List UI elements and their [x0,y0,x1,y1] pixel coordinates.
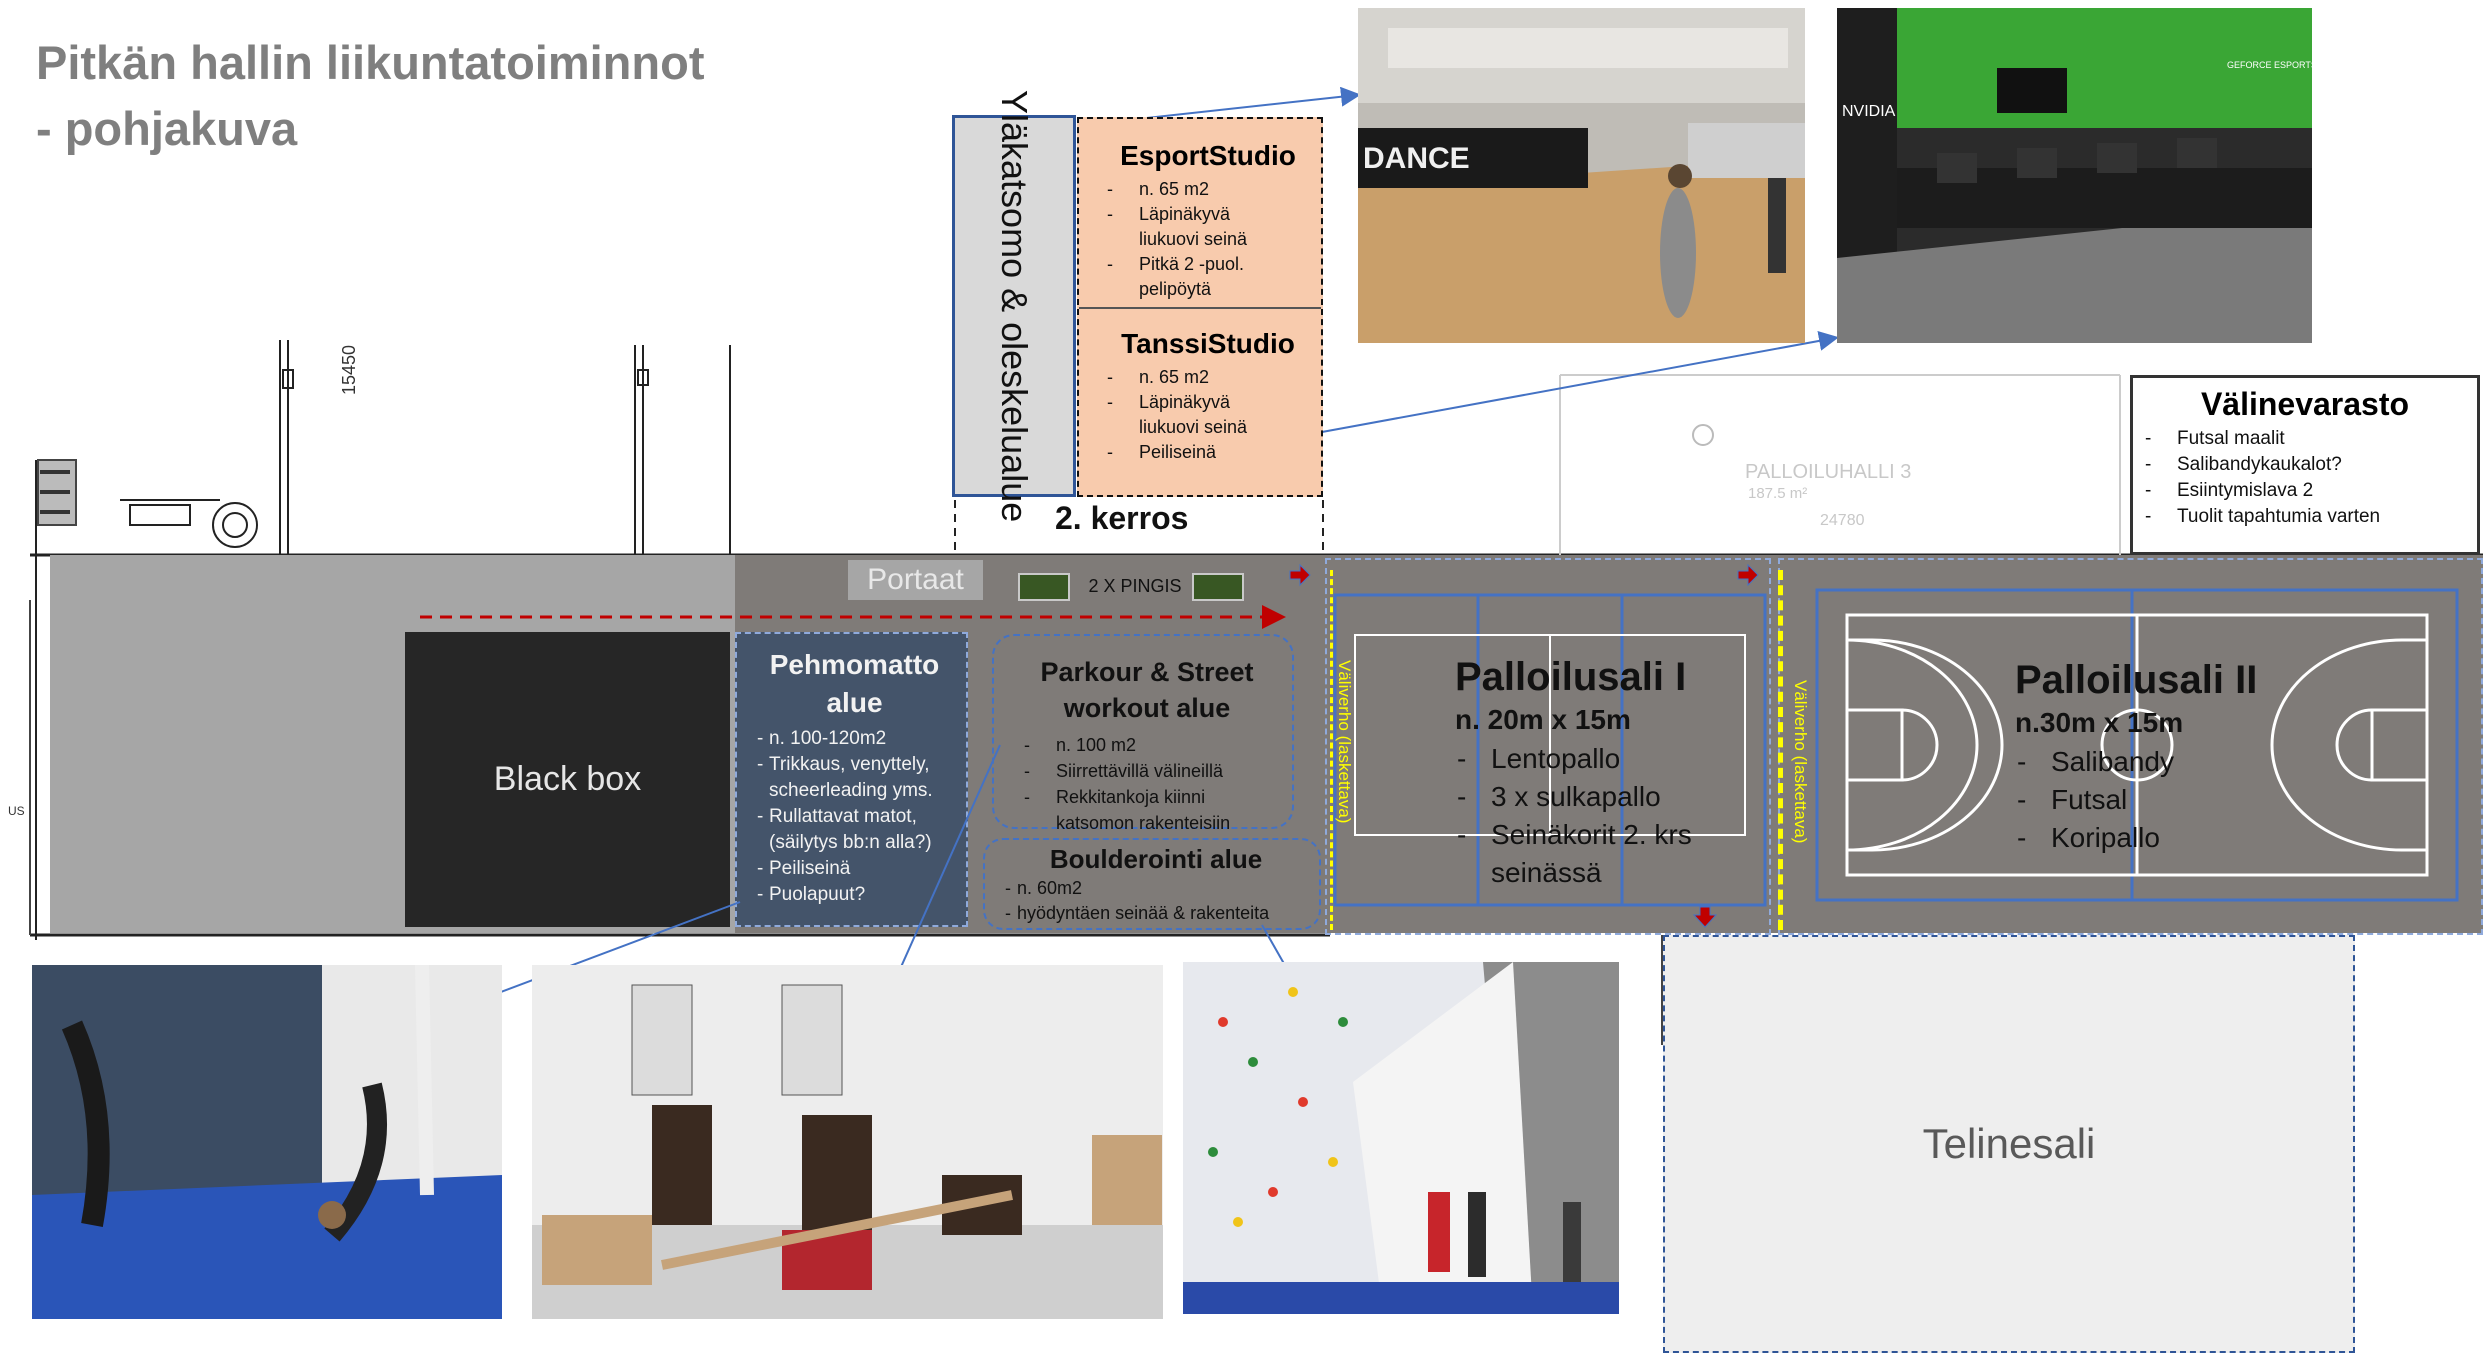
gymnastics-hall-label: Telinesali [1922,1120,2096,1167]
list-item: n. 60m2 [1003,876,1309,901]
list-item: Esiintymislava 2 [2143,478,2467,504]
dance-sign: DANCE [1363,142,1470,175]
studios-block: EsportStudio n. 65 m2 Läpinäkyvä liukuov… [1077,117,1323,497]
esport-studio: EsportStudio n. 65 m2 Läpinäkyvä liukuov… [1079,119,1321,309]
balcony-label: Yläkatsomo & oleskelualue [994,89,1035,523]
curtain-line-2 [1778,570,1783,930]
hall3-width: 24780 [1820,512,1865,529]
black-box-label: Black box [493,760,642,798]
equipment-storage-title: Välinevarasto [2200,386,2410,422]
parkour-equipment-photo [532,965,1163,1319]
geforce-logo: GEFORCE ESPORTS [2227,60,2312,70]
list-item: 3 x sulkapallo [1455,778,1775,816]
curtain-label-1: Väliverho (laskettava) [1335,660,1354,824]
title-line1: Pitkän hallin liikuntatoiminnot [36,36,705,89]
bouldering-list: n. 60m2 hyödyntäen seinää & rakenteita [1003,876,1309,926]
pingpong-table-2 [1192,573,1244,601]
bouldering-wall-photo [1183,962,1619,1314]
ball-hall-1-size: n. 20m x 15m [1455,704,1631,735]
list-item: n. 100-120m2 [755,726,954,752]
ball-hall-2-list: Salibandy Futsal Koripallo [2015,743,2275,857]
list-item: Futsal maalit [2143,426,2467,452]
bouldering-title: Boulderointi alue [1049,844,1263,874]
title-line2: - pohjakuva [36,102,298,155]
list-item: Läpinäkyvä liukuovi seinä [1105,202,1289,252]
aerial-silks-photo [32,965,502,1319]
pingpong-table-1 [1018,573,1070,601]
page-title: Pitkän hallin liikuntatoiminnot - pohjak… [36,30,796,162]
list-item: Pitkä 2 -puol. pelipöytä [1105,252,1299,302]
list-item: n. 65 m2 [1105,365,1289,390]
list-item: Salibandykaukalot? [2143,452,2467,478]
soft-mat-area: Pehmomatto alue n. 100-120m2 Trikkaus, v… [735,632,968,927]
esport-room-photo: NVIDIA GEFORCE ESPORTS [1837,8,2312,343]
list-item: Trikkaus, venyttely, scheerleading yms. [755,752,954,804]
list-item: Läpinäkyvä liukuovi seinä [1105,390,1289,440]
bouldering-area: Boulderointi alue n. 60m2 hyödyntäen sei… [983,838,1321,930]
balcony-area: Yläkatsomo & oleskelualue [952,90,1076,522]
curtain-label-2: Väliverho (laskettava) [1791,680,1810,844]
ball-hall-2-title: Palloilusali II [2015,658,2258,702]
dimension-label: 15450 [339,345,359,395]
ball-hall-2-size: n.30m x 15m [2015,707,2184,738]
list-item: Peiliseinä [1105,440,1289,465]
pingpong-label: 2 X PINGIS [1088,576,1182,596]
second-floor-label: 2. kerros [1055,500,1189,536]
list-item: n. 65 m2 [1105,177,1289,202]
parkour-list: n. 100 m2 Siirrettävillä välineillä Rekk… [1022,732,1272,836]
hall3-label: PALLOILUHALLI 3 [1745,461,1911,483]
list-item: Tuolit tapahtumia varten [2143,504,2467,530]
parkour-area: Parkour & Street workout alue n. 100 m2 … [992,634,1294,833]
left-code: US [8,804,25,818]
list-item: Peiliseinä [755,856,954,882]
dance-studio-photo: DANCE [1358,8,1805,343]
soft-mat-title: Pehmomatto alue [769,649,940,718]
curtain-line-1 [1330,570,1333,930]
dance-list: n. 65 m2 Läpinäkyvä liukuovi seinä Peili… [1105,365,1311,465]
hall3-area: 187.5 m² [1748,485,1807,502]
ball-hall-1-list: Lentopallo 3 x sulkapallo Seinäkorit 2. … [1455,740,1775,892]
ball-hall-2-info: Palloilusali II n.30m x 15m Salibandy Fu… [2015,655,2275,857]
list-item: Futsal [2015,781,2275,819]
ball-hall-1-info: Palloilusali I n. 20m x 15m Lentopallo 3… [1455,652,1775,892]
list-item: Koripallo [2015,819,2275,857]
ball-hall-1-title: Palloilusali I [1455,655,1687,699]
gymnastics-hall-area: Telinesali [1663,935,2355,1353]
list-item: Rekkitankoja kiinni katsomon rakenteisii… [1022,784,1272,836]
dance-studio: TanssiStudio n. 65 m2 Läpinäkyvä liukuov… [1079,309,1321,465]
list-item: Rullattavat matot, (säilytys bb:n alla?) [755,804,954,856]
nvidia-logo: NVIDIA [1842,103,1896,120]
list-item: Siirrettävillä välineillä [1022,758,1272,784]
soft-mat-list: n. 100-120m2 Trikkaus, venyttely, scheer… [755,726,954,908]
esport-title: EsportStudio [1120,140,1296,171]
list-item: Salibandy [2015,743,2275,781]
parkour-title: Parkour & Street workout alue [1040,657,1254,723]
esport-list: n. 65 m2 Läpinäkyvä liukuovi seinä Pitkä… [1105,177,1311,302]
black-box-area: Black box [405,632,730,927]
list-item: n. 100 m2 [1022,732,1272,758]
dance-title: TanssiStudio [1121,328,1295,359]
equipment-storage-box: Välinevarasto Futsal maalit Salibandykau… [2130,375,2480,555]
stairs-label: Portaat [848,560,983,600]
list-item: Seinäkorit 2. krs seinässä [1455,816,1731,892]
equipment-storage-list: Futsal maalit Salibandykaukalot? Esiinty… [2143,426,2467,530]
list-item: Puolapuut? [755,882,954,908]
list-item: hyödyntäen seinää & rakenteita [1003,901,1309,926]
list-item: Lentopallo [1455,740,1775,778]
